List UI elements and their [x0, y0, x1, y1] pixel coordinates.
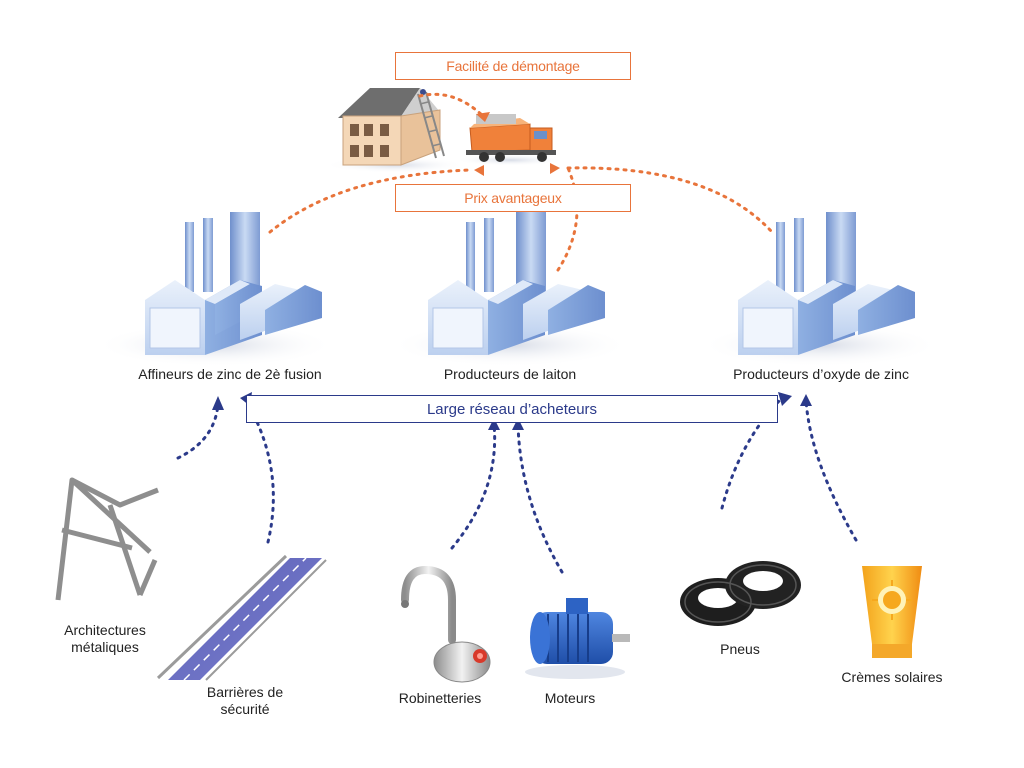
product-label-line: métaliques [71, 639, 139, 655]
metal-frame-icon [55, 477, 159, 601]
product-label-sunscreen: Crèmes solaires [841, 669, 943, 685]
road-barrier-icon [156, 554, 327, 681]
factory-icon [95, 212, 335, 367]
motor-icon [525, 598, 630, 679]
faucet-icon [401, 565, 491, 683]
price-box: Prix avantageux [395, 184, 631, 212]
product-label-safety-barriers: Barrières de sécurité [180, 684, 310, 718]
dismantling-box: Facilité de démontage [395, 52, 631, 80]
product-label-tires: Pneus [720, 641, 760, 657]
sunscreen-tube-icon [862, 566, 922, 658]
truck-icon [455, 114, 565, 166]
dismantling-label: Facilité de démontage [446, 58, 580, 74]
orange-arrowheads [474, 112, 560, 176]
factory-label-zinc-refiners: Affineurs de zinc de 2è fusion [138, 366, 322, 382]
product-label-line: Architectures [64, 622, 146, 638]
buyer-network-box: Large réseau d’acheteurs [246, 395, 778, 423]
product-label-motors: Moteurs [544, 690, 596, 706]
factory-label-brass-producers: Producteurs de laiton [443, 366, 577, 382]
orange-flow-arrows [268, 92, 774, 272]
factory-icon [700, 212, 940, 367]
product-label-metal-structures: Architectures métaliques [40, 622, 170, 656]
product-label-line: sécurité [220, 701, 270, 717]
house-icon [325, 88, 465, 173]
price-label: Prix avantageux [464, 190, 562, 206]
product-label-faucets: Robinetteries [398, 690, 482, 706]
blue-flow-arrows [176, 396, 858, 574]
tires-icon [680, 561, 801, 626]
factory-icon [390, 212, 630, 367]
factory-label-zinc-oxide-producers: Producteurs d’oxyde de zinc [733, 366, 909, 382]
buyer-network-label: Large réseau d’acheteurs [426, 400, 598, 418]
product-label-line: Barrières de [206, 684, 284, 700]
